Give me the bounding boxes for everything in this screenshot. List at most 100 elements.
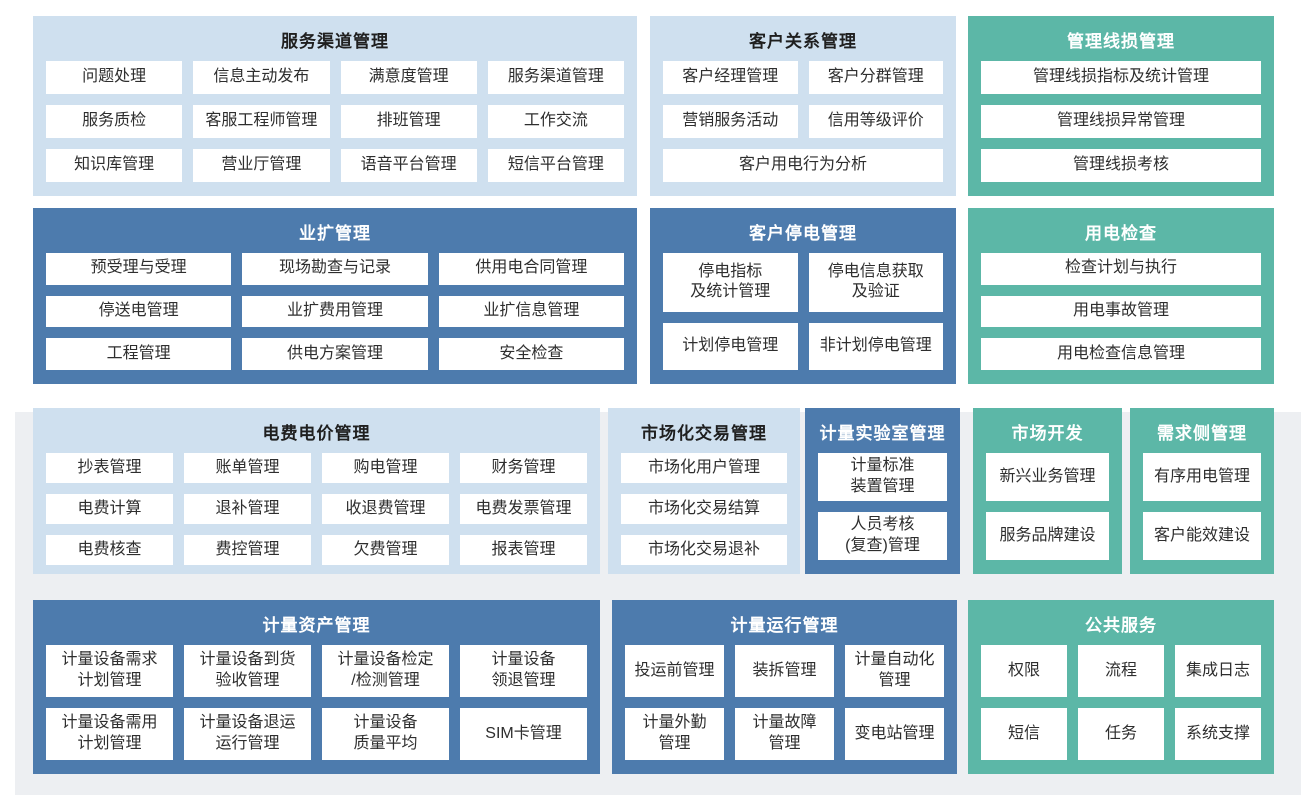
module-item: 非计划停电管理 — [808, 322, 943, 370]
module-item: 计量设备退运 运行管理 — [184, 708, 311, 760]
module-item: 排班管理 — [340, 105, 477, 138]
panel-body: 管理线损指标及统计管理 管理线损异常管理 管理线损考核 — [968, 59, 1274, 196]
module-item: SIM卡管理 — [460, 708, 587, 760]
module-item: 现场勘查与记录 — [242, 253, 428, 285]
panel-market-trading-management: 市场化交易管理 市场化用户管理 市场化交易结算 市场化交易退补 — [608, 408, 800, 574]
panel-body: 计量标准 装置管理 人员考核 (复查)管理 — [805, 451, 960, 574]
panel-title: 电费电价管理 — [262, 424, 371, 443]
module-item: 短信 — [981, 708, 1067, 760]
module-item: 供用电合同管理 — [438, 253, 624, 285]
module-item: 营业厅管理 — [193, 149, 330, 182]
module-item: 财务管理 — [460, 453, 587, 483]
module-item: 计量设备检定 /检测管理 — [322, 645, 449, 697]
panel-title: 需求侧管理 — [1157, 424, 1247, 443]
module-item: 业扩费用管理 — [242, 295, 428, 328]
module-item: 预受理与受理 — [46, 253, 232, 285]
module-item: 满意度管理 — [340, 61, 477, 94]
module-item: 服务渠道管理 — [487, 61, 624, 94]
module-item: 工程管理 — [46, 338, 232, 370]
module-item: 停送电管理 — [46, 295, 232, 328]
module-item: 管理线损指标及统计管理 — [981, 61, 1261, 94]
module-item: 计量外勤 管理 — [625, 708, 724, 760]
module-item: 计量故障 管理 — [735, 708, 834, 760]
module-item: 任务 — [1078, 708, 1164, 760]
module-item: 管理线损考核 — [981, 149, 1261, 182]
module-item: 系统支撑 — [1175, 708, 1261, 760]
module-item: 服务品牌建设 — [986, 512, 1109, 560]
module-item: 计量设备 领退管理 — [460, 645, 587, 697]
panel-demand-side-management: 需求侧管理 有序用电管理 客户能效建设 — [1130, 408, 1274, 574]
module-item: 服务质检 — [46, 105, 183, 138]
module-item: 电费核查 — [46, 535, 173, 565]
panel-title: 公共服务 — [1085, 616, 1157, 635]
module-item: 问题处理 — [46, 61, 183, 94]
panel-body: 预受理与受理 现场勘查与记录 供用电合同管理 停送电管理 业扩费用管理 业扩信息… — [33, 251, 637, 384]
module-item: 计量设备 质量平均 — [322, 708, 449, 760]
panel-body: 检查计划与执行 用电事故管理 用电检查信息管理 — [968, 251, 1274, 384]
panel-title: 计量实验室管理 — [819, 424, 946, 443]
panel-body: 新兴业务管理 服务品牌建设 — [973, 451, 1122, 574]
module-item: 装拆管理 — [735, 645, 834, 697]
panel-title: 客户关系管理 — [749, 32, 857, 51]
module-item: 计量设备需求 计划管理 — [46, 645, 173, 697]
module-item: 工作交流 — [487, 105, 624, 138]
module-item: 停电信息获取 及验证 — [808, 253, 943, 312]
module-item: 抄表管理 — [46, 453, 173, 483]
module-item: 欠费管理 — [322, 535, 449, 565]
module-item: 客户能效建设 — [1143, 512, 1261, 560]
panel-market-development: 市场开发 新兴业务管理 服务品牌建设 — [973, 408, 1122, 574]
module-item: 权限 — [981, 645, 1067, 697]
module-item: 停电指标 及统计管理 — [663, 253, 798, 312]
panel-title: 市场化交易管理 — [641, 424, 767, 443]
panel-body: 计量设备需求 计划管理 计量设备到货 验收管理 计量设备检定 /检测管理 计量设… — [33, 643, 600, 774]
module-item: 有序用电管理 — [1143, 453, 1261, 501]
panel-body: 投运前管理 装拆管理 计量自动化 管理 计量外勤 管理 计量故障 管理 变电站管… — [612, 643, 957, 774]
panel-metering-asset-management: 计量资产管理 计量设备需求 计划管理 计量设备到货 验收管理 计量设备检定 /检… — [33, 600, 600, 774]
module-item: 计划停电管理 — [663, 322, 798, 370]
panel-title: 市场开发 — [1011, 424, 1084, 443]
module-item: 客户用电行为分析 — [663, 149, 943, 182]
module-item: 用电事故管理 — [981, 295, 1261, 328]
panel-body: 市场化用户管理 市场化交易结算 市场化交易退补 — [608, 451, 800, 579]
panel-title: 计量运行管理 — [730, 616, 839, 635]
module-item: 变电站管理 — [845, 708, 944, 760]
module-item: 电费发票管理 — [460, 494, 587, 524]
module-item: 集成日志 — [1175, 645, 1261, 697]
module-item: 市场化用户管理 — [621, 453, 787, 483]
panel-service-channel-management: 服务渠道管理 问题处理 信息主动发布 满意度管理 服务渠道管理 服务质检 客服工… — [33, 16, 637, 196]
module-item: 语音平台管理 — [340, 149, 477, 182]
module-item: 账单管理 — [184, 453, 311, 483]
module-item: 计量设备需用 计划管理 — [46, 708, 173, 760]
panel-business-expansion-management: 业扩管理 预受理与受理 现场勘查与记录 供用电合同管理 停送电管理 业扩费用管理… — [33, 208, 637, 384]
module-item: 购电管理 — [322, 453, 449, 483]
panel-body: 有序用电管理 客户能效建设 — [1130, 451, 1274, 574]
module-item: 市场化交易结算 — [621, 494, 787, 524]
panel-body: 权限 流程 集成日志 短信 任务 系统支撑 — [968, 643, 1274, 774]
panel-body: 停电指标 及统计管理 停电信息获取 及验证 计划停电管理 非计划停电管理 — [650, 251, 956, 384]
module-item: 报表管理 — [460, 535, 587, 565]
module-item: 收退费管理 — [322, 494, 449, 524]
module-item: 业扩信息管理 — [438, 295, 624, 328]
module-item: 流程 — [1078, 645, 1164, 697]
module-item: 安全检查 — [438, 338, 624, 370]
module-item: 计量自动化 管理 — [845, 645, 944, 697]
module-item: 客户分群管理 — [808, 61, 943, 94]
panel-body: 客户经理管理 客户分群管理 营销服务活动 信用等级评价 客户用电行为分析 — [650, 59, 956, 196]
module-item: 信用等级评价 — [808, 105, 943, 138]
module-item: 客户经理管理 — [663, 61, 798, 94]
module-item: 用电检查信息管理 — [981, 338, 1261, 370]
panel-body: 抄表管理 账单管理 购电管理 财务管理 电费计算 退补管理 收退费管理 电费发票… — [33, 451, 600, 579]
panel-title: 计量资产管理 — [262, 616, 371, 635]
module-item: 计量设备到货 验收管理 — [184, 645, 311, 697]
module-item: 客服工程师管理 — [193, 105, 330, 138]
panel-metering-operation-management: 计量运行管理 投运前管理 装拆管理 计量自动化 管理 计量外勤 管理 计量故障 … — [612, 600, 957, 774]
module-item: 供电方案管理 — [242, 338, 428, 370]
module-item: 退补管理 — [184, 494, 311, 524]
module-item: 市场化交易退补 — [621, 535, 787, 565]
module-item: 知识库管理 — [46, 149, 183, 182]
module-item: 检查计划与执行 — [981, 253, 1261, 285]
panel-customer-relationship-management: 客户关系管理 客户经理管理 客户分群管理 营销服务活动 信用等级评价 客户用电行… — [650, 16, 956, 196]
panel-title: 客户停电管理 — [749, 224, 857, 243]
panel-electricity-inspection: 用电检查 检查计划与执行 用电事故管理 用电检查信息管理 — [968, 208, 1274, 384]
